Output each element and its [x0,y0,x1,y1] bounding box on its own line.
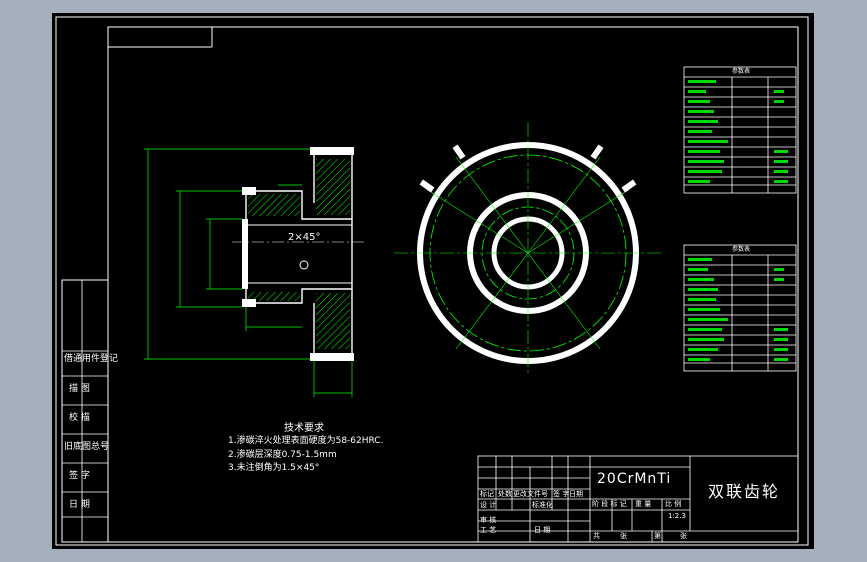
side-label-3: 校 描 [69,413,90,423]
side-label-5: 签 字 [69,471,90,481]
tb-sheet: 张 [680,532,687,540]
part-name: 双联齿轮 [708,482,781,501]
tech-requirement-3: 3.未注倒角为1.5×45° [228,463,320,473]
tb-no: 第 [654,532,661,540]
side-label-6: 日 期 [69,500,90,510]
tb-scale-h: 比 例 [665,500,682,508]
scale-label: 1:2.3 [668,512,686,520]
parameter-tables [683,66,797,372]
side-label-2: 描 图 [69,384,90,394]
chamfer-label: 2×45° [288,232,321,243]
tb-total: 共 [593,532,600,540]
param-table-1-header: 参数表 [732,68,751,75]
param-table-2-header: 参数表 [732,246,751,253]
title-block [477,455,799,543]
tb-stage: 阶 段 标 记 [592,500,627,508]
tb-standard: 标准化 [532,501,553,509]
tech-requirement-2: 2.渗碳层深度0.75-1.5mm [228,450,337,460]
tb-weight: 重 量 [635,500,652,508]
tb-date: 日期 [569,490,583,498]
cad-viewport[interactable]: 2×45° 技术要求 1.渗碳淬火处理表面硬度为58-62HRC. 2.渗碳层深… [52,13,814,549]
tech-requirements-title: 技术要求 [284,423,324,434]
gear-front-view [394,123,662,373]
tb-change-doc: 更改文件号 [513,490,548,498]
material-label: 20CrMnTi [597,471,672,487]
tb-count: 处数 [498,490,512,498]
tb-sign: 签 字 [553,490,570,498]
gear-drawing [55,16,809,546]
side-label-1: 借通用件登记 [64,354,119,364]
tb-mark: 标记 [480,490,494,498]
tech-requirement-1: 1.渗碳淬火处理表面硬度为58-62HRC. [228,436,384,446]
tb-date-2: 日 期 [534,526,551,534]
tb-review: 审 核 [480,516,497,524]
side-label-4: 旧底图总号 [64,442,110,452]
tb-sheets: 张 [620,532,627,540]
tb-process: 工 艺 [480,526,497,534]
tb-design: 设 计 [480,501,497,509]
